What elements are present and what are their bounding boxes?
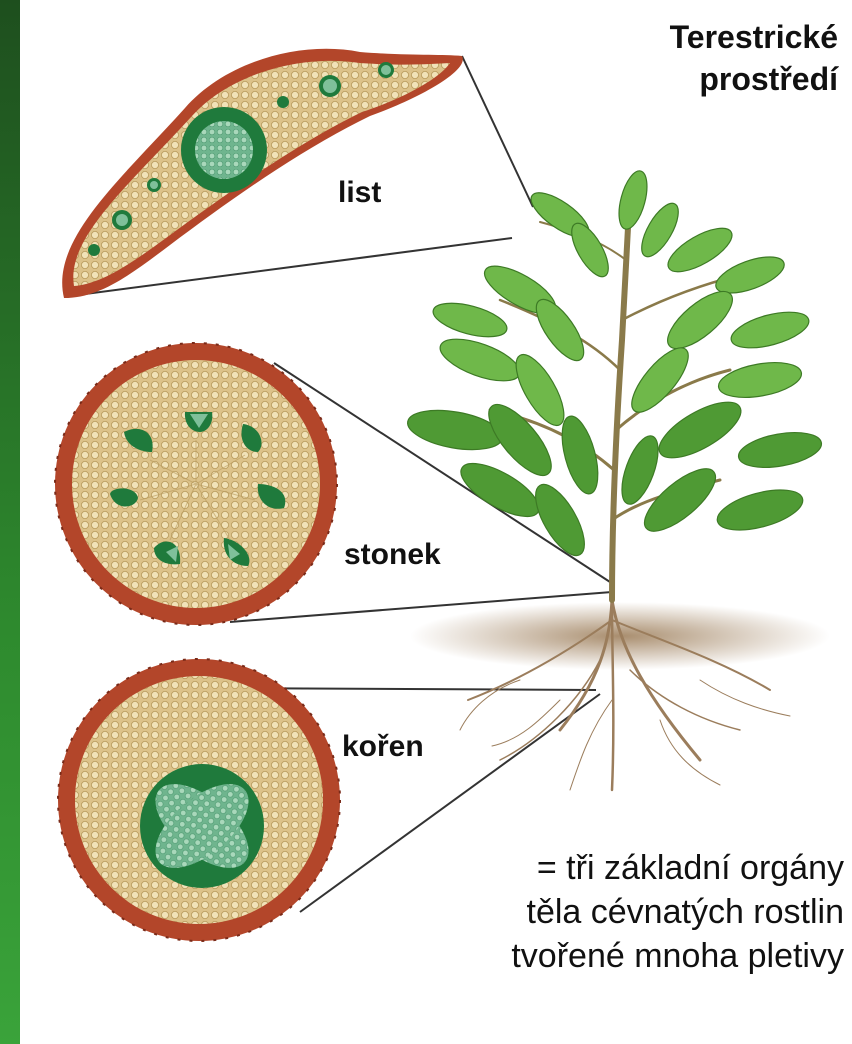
caption-line-3: tvořené mnoha pletivy (324, 934, 844, 978)
leaf-cross-section (62, 49, 463, 298)
caption: = tři základní orgány těla cévnatých ros… (324, 846, 844, 978)
stem-cross-section (55, 343, 337, 625)
label-stem: stonek (344, 538, 441, 572)
label-root: kořen (342, 730, 424, 764)
diagram-title: Terestrické prostředí (538, 16, 838, 100)
title-line-1: Terestrické (538, 16, 838, 58)
title-line-2: prostředí (538, 58, 838, 100)
caption-line-2: těla cévnatých rostlin (324, 890, 844, 934)
label-leaf: list (338, 176, 381, 210)
caption-line-1: = tři základní orgány (324, 846, 844, 890)
root-cross-section (58, 659, 340, 941)
